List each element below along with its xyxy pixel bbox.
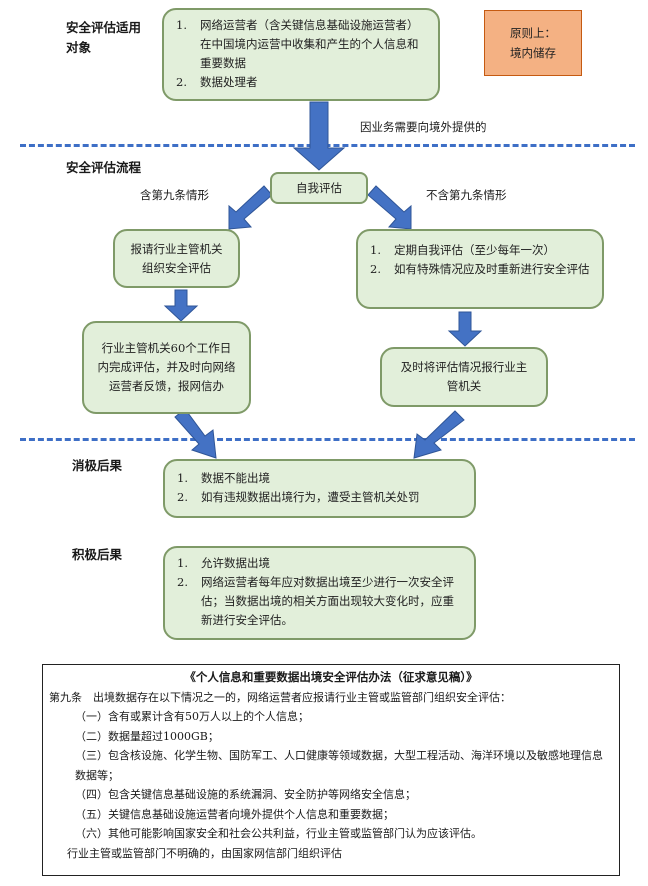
law-excerpt-box: 《个人信息和重要数据出境安全评估办法（征求意见稿）》 第九条 出境数据存在以下情… <box>42 664 620 876</box>
negative-section-label: 消极后果 <box>72 458 123 473</box>
scope-item: 1.网络运营者（含关键信息基础设施运营者）在中国境内运营中收集和产生的个人信息和… <box>176 18 419 70</box>
arrow-self-to-right <box>367 185 412 230</box>
scope-item: 2.数据处理者 <box>176 75 258 89</box>
law-item: （二）数据量超过1000GB； <box>75 729 219 743</box>
arrow-self-to-left <box>228 185 273 230</box>
positive-section-label: 积极后果 <box>72 547 123 562</box>
periodic-item: 2.如有特殊情况应及时重新进行安全评估 <box>370 262 590 276</box>
self-assessment-box: 自我评估 <box>270 172 368 204</box>
scope-box: 1.网络运营者（含关键信息基础设施运营者）在中国境内运营中收集和产生的个人信息和… <box>162 8 440 101</box>
law-item: （六）其他可能影响国家安全和社会公共利益，行业主管或监管部门认为应该评估。 <box>75 827 482 840</box>
arrow-left-to-negative <box>174 408 217 459</box>
negative-item: 2.如有违规数据出境行为，遭受主管机关处罚 <box>177 490 420 504</box>
right-box-periodic: 1.定期自我评估（至少每年一次） 2.如有特殊情况应及时重新进行安全评估 <box>356 229 604 309</box>
arrow-right-down <box>447 311 483 347</box>
negative-item: 1.数据不能出境 <box>177 471 270 485</box>
periodic-item: 1.定期自我评估（至少每年一次） <box>370 243 555 257</box>
arrow-left-down <box>163 289 199 322</box>
law-item: （一）含有或累计含有50万人以上的个人信息； <box>75 710 309 723</box>
positive-outcome-box: 1.允许数据出境 2.网络运营者每年应对数据出境至少进行一次安全评估；当数据出境… <box>163 546 476 640</box>
negative-outcome-box: 1.数据不能出境 2.如有违规数据出境行为，遭受主管机关处罚 <box>163 459 476 518</box>
branch-right-label: 不含第九条情形 <box>426 188 507 202</box>
law-closing: 行业主管或监管部门不明确的，由国家网信部门组织评估 <box>67 846 342 860</box>
left-box-authority-review: 行业主管机关60个工作日内完成评估，并及时向网络运营者反馈，报网信办 <box>82 321 251 414</box>
law-item: （五）关键信息基础设施运营者向境外提供个人信息和重要数据； <box>75 807 394 821</box>
trigger-note: 因业务需要向境外提供的 <box>360 120 487 134</box>
law-item: （三）包含核设施、化学生物、国防军工、人口健康等领域数据，大型工程活动、海洋环境… <box>75 749 603 782</box>
branch-left-label: 含第九条情形 <box>140 188 209 202</box>
law-item: （四）包含关键信息基础设施的系统漏洞、安全防护等网络安全信息； <box>75 788 416 801</box>
positive-item: 2.网络运营者每年应对数据出境至少进行一次安全评估；当数据出境的相关方面出现较大… <box>177 575 454 627</box>
arrow-right-to-negative <box>413 410 465 459</box>
divider-bottom <box>20 438 635 441</box>
principle-box: 原则上： 境内储存 <box>484 10 582 76</box>
left-box-report: 报请行业主管机关组织安全评估 <box>113 229 240 288</box>
law-title: 《个人信息和重要数据出境安全评估办法（征求意见稿）》 <box>184 670 478 684</box>
right-box-report-authority: 及时将评估情况报行业主管机关 <box>380 347 548 407</box>
scope-section-label: 安全评估适用 对象 <box>66 20 142 55</box>
process-section-label: 安全评估流程 <box>66 160 142 175</box>
law-article-intro: 第九条 出境数据存在以下情况之一的，网络运营者应报请行业主管或监管部门组织安全评… <box>49 690 511 704</box>
arrow-scope-to-self <box>292 101 346 171</box>
positive-item: 1.允许数据出境 <box>177 556 270 570</box>
